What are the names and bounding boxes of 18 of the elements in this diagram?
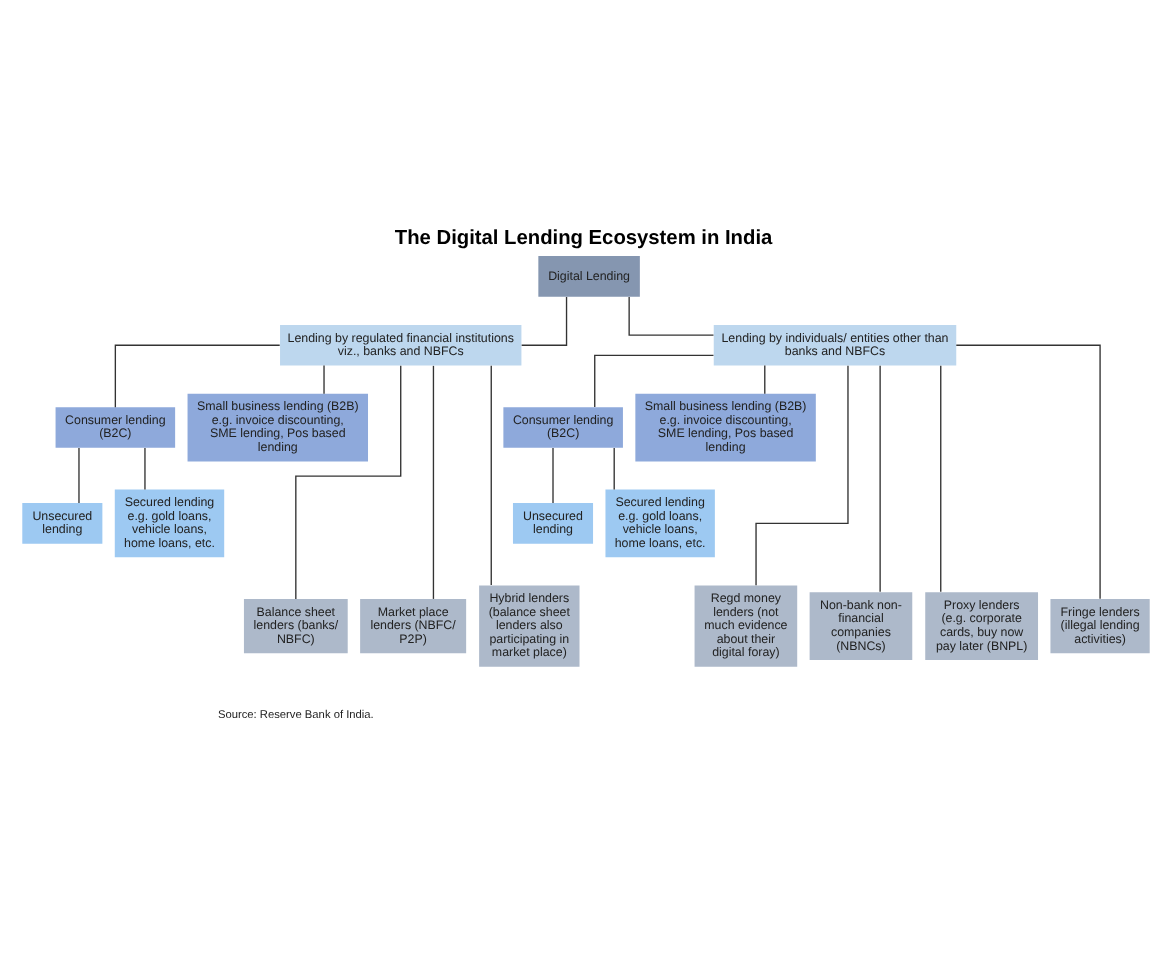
connector xyxy=(490,365,492,586)
connector xyxy=(764,364,766,395)
connector xyxy=(879,365,881,593)
connector xyxy=(613,447,615,491)
connector xyxy=(78,447,80,504)
connector xyxy=(940,365,942,593)
connector xyxy=(594,354,715,408)
diagram-title: The Digital Lending Ecosystem in India xyxy=(394,228,773,251)
connector xyxy=(323,364,325,395)
connector xyxy=(552,447,554,504)
connector xyxy=(432,365,435,600)
connector xyxy=(114,344,281,408)
connector xyxy=(628,296,715,336)
connector xyxy=(144,447,146,491)
connector xyxy=(955,344,1101,600)
connector xyxy=(295,364,402,600)
connector xyxy=(755,364,849,586)
connector xyxy=(521,296,568,346)
